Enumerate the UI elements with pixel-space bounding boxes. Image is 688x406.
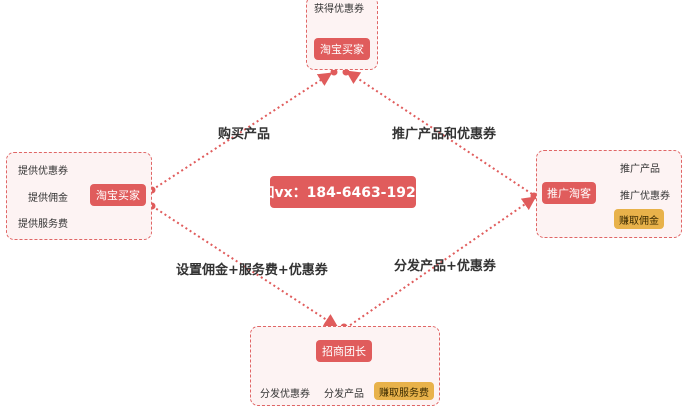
edge-left-to-bottom xyxy=(151,205,339,328)
left-buyer-leaf-1: 提供优惠券 xyxy=(18,166,68,177)
edge-label-left-to-bottom: 设置佣金+服务费+优惠券 xyxy=(176,263,328,278)
edge-dot-top-right xyxy=(342,68,350,76)
bottom-leader-leaf-1: 分发优惠券 xyxy=(260,389,310,400)
edge-right-to-top xyxy=(345,70,533,195)
edge-dot-right xyxy=(530,192,538,200)
edge-left-to-top xyxy=(151,72,333,191)
edge-label-bottom-to-right: 分发产品+优惠券 xyxy=(394,259,496,274)
left-buyer-leaf-3: 提供服务费 xyxy=(18,219,68,230)
right-promoter-leaf-2: 推广优惠券 xyxy=(620,191,670,202)
left-buyer-leaf-2: 提供佣金 xyxy=(28,193,68,204)
right-promoter-reward: 赚取佣金 xyxy=(614,209,664,229)
bottom-leader-node[interactable]: 招商团长 xyxy=(316,340,372,362)
edge-dot-top-left xyxy=(330,68,338,76)
right-promoter-leaf-1: 推广产品 xyxy=(620,164,660,175)
bottom-leader-reward: 赚取服务费 xyxy=(374,382,434,400)
bottom-leader-leaf-2: 分发产品 xyxy=(324,389,364,400)
edge-bottom-to-right xyxy=(345,196,537,329)
edge-label-right-to-top: 推广产品和优惠券 xyxy=(392,127,497,142)
top-buyer-node[interactable]: 淘宝买家 xyxy=(314,38,370,60)
edge-label-left-to-top: 购买产品 xyxy=(218,127,271,142)
right-promoter-node[interactable]: 推广淘客 xyxy=(542,182,596,204)
top-buyer-leaf: 获得优惠券 xyxy=(314,4,364,15)
center-contact-badge: 加vx：184-6463-1928 xyxy=(261,176,425,208)
left-buyer-node[interactable]: 淘宝买家 xyxy=(90,184,146,206)
